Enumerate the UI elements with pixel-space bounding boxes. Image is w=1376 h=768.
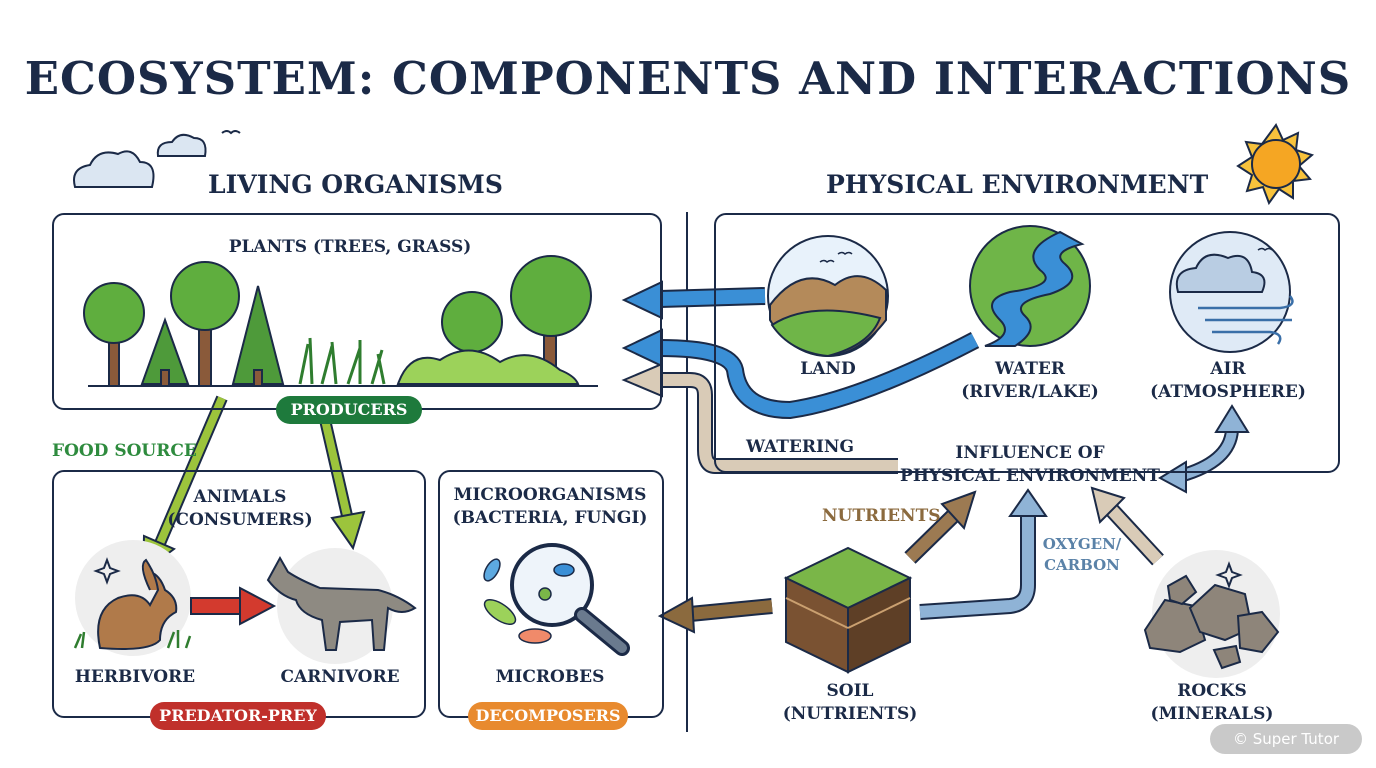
- rocks-label: ROCKS (MINERALS): [1150, 681, 1274, 724]
- nutrients-label: NUTRIENTS: [822, 506, 941, 526]
- water-flow-arrows: [621, 280, 980, 420]
- predator-prey-arrow: [190, 586, 277, 626]
- microbes-label: MICROBES: [495, 667, 605, 687]
- rocks-icon: [1143, 550, 1280, 678]
- sparkle-icon: [93, 557, 1243, 589]
- wolf-icon: [266, 548, 417, 664]
- microorganisms-label: MICROORGANISMS (BACTERIA, FUNGI): [452, 485, 648, 528]
- nutrients-arrow: [904, 490, 977, 564]
- soil-icon: [783, 546, 913, 674]
- air-label: AIR (ATMOSPHERE): [1150, 359, 1306, 402]
- oxygen-arrow: [919, 488, 1048, 620]
- living-organisms-heading: LIVING ORGANISMS: [208, 170, 503, 199]
- cloud-icon: [73, 133, 207, 188]
- credit-badge: © Super Tutor: [1210, 724, 1362, 754]
- air-icon: [1169, 231, 1294, 353]
- bush-icon: [396, 349, 580, 385]
- plants-label: PLANTS (TREES, GRASS): [228, 237, 472, 257]
- soil-label: SOIL (NUTRIENTS): [782, 681, 918, 724]
- herbivore-label: HERBIVORE: [74, 667, 196, 687]
- carnivore-label: CARNIVORE: [280, 667, 400, 687]
- physical-environment-heading: PHYSICAL ENVIRONMENT: [826, 170, 1209, 199]
- land-icon: [767, 235, 889, 358]
- air-exchange-arrow: [1157, 404, 1250, 494]
- water-icon: [969, 225, 1091, 347]
- minerals-arrow: [1090, 486, 1164, 566]
- predator-prey-badge: PREDATOR-PREY: [150, 702, 326, 730]
- water-label: WATER (RIVER/LAKE): [961, 359, 1099, 402]
- physical-environment-box: [714, 213, 1340, 473]
- oxygen-carbon-label: OXYGEN/ CARBON: [1042, 535, 1122, 574]
- trees-icon: [83, 255, 592, 387]
- food-source-label: FOOD SOURCE: [52, 441, 197, 461]
- decomposers-badge: DECOMPOSERS: [468, 702, 628, 730]
- sun-icon: [1236, 123, 1315, 206]
- producers-badge: PRODUCERS: [276, 396, 422, 424]
- influence-label: INFLUENCE OF PHYSICAL ENVIRONMENT: [900, 443, 1160, 486]
- page-title: ECOSYSTEM: COMPONENTS AND INTERACTIONS: [24, 52, 1352, 105]
- microbes-icon: [483, 543, 630, 656]
- grass-icon: [298, 337, 386, 385]
- watering-arrow: [621, 362, 898, 474]
- bird-icon: [221, 130, 241, 135]
- land-label: LAND: [800, 359, 856, 379]
- decomposition-arrow: [657, 596, 773, 634]
- watering-label: WATERING: [745, 437, 854, 457]
- animals-label: ANIMALS (CONSUMERS): [167, 487, 313, 530]
